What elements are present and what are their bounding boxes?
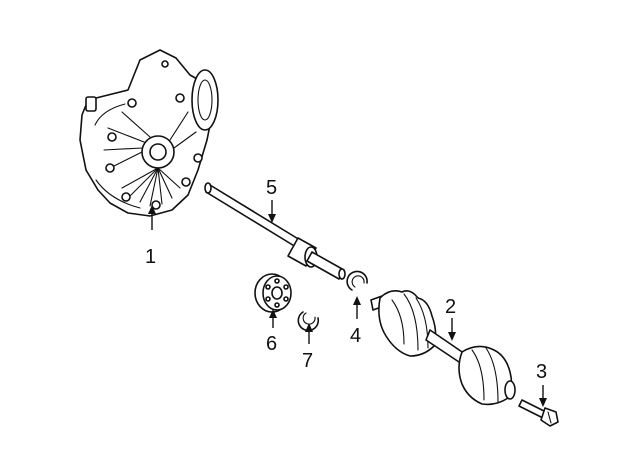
intermediate-shaft[interactable]	[204, 182, 346, 280]
callout-4: 4	[350, 325, 361, 347]
leader-6	[269, 309, 277, 328]
leader-1	[148, 205, 156, 230]
cv-axle-shaft[interactable]	[370, 290, 516, 406]
snap-ring-large[interactable]	[346, 270, 368, 291]
bearing[interactable]	[254, 273, 292, 313]
callout-2: 2	[445, 296, 456, 318]
bolt[interactable]	[518, 399, 559, 427]
leader-5	[268, 200, 276, 223]
callout-6: 6	[266, 333, 277, 355]
leader-4	[353, 296, 361, 319]
differential-housing[interactable]	[79, 49, 219, 217]
callout-1: 1	[145, 246, 156, 268]
callout-5: 5	[266, 177, 277, 199]
leader-3	[539, 385, 547, 407]
leader-7	[305, 323, 313, 344]
leader-2	[448, 318, 456, 341]
callout-7: 7	[302, 350, 313, 372]
callout-3: 3	[536, 361, 547, 383]
snap-ring-small[interactable]	[297, 311, 320, 332]
